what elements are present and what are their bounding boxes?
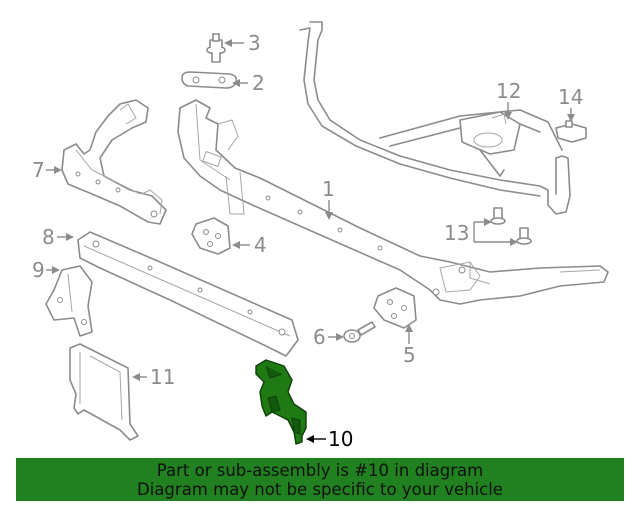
callout-8: 8 [42, 225, 74, 249]
part-13-bolts [490, 207, 532, 245]
svg-text:6: 6 [313, 325, 326, 349]
part-9-side-bracket [45, 265, 93, 337]
callout-14: 14 [558, 85, 583, 122]
svg-text:8: 8 [42, 225, 55, 249]
callout-10: 10 [306, 427, 353, 451]
callout-2: 2 [232, 71, 265, 95]
svg-text:12: 12 [496, 79, 521, 103]
part-5-bracket-plate [373, 287, 417, 329]
part-10-lower-bracket-highlighted [255, 359, 307, 445]
part-14-clip [555, 120, 587, 143]
part-2-spacer-plate [181, 71, 238, 89]
callout-12: 12 [496, 79, 521, 120]
part-11-shield-bracket [69, 343, 139, 441]
callout-1: 1 [322, 177, 335, 220]
svg-text:7: 7 [32, 158, 45, 182]
callout-9: 9 [32, 258, 60, 282]
svg-text:10: 10 [328, 427, 353, 451]
svg-text:2: 2 [252, 71, 265, 95]
part-7-upper-bracket [61, 99, 167, 225]
svg-text:1: 1 [322, 177, 335, 201]
callout-4: 4 [232, 233, 267, 257]
svg-text:4: 4 [254, 233, 267, 257]
callout-3: 3 [224, 31, 261, 55]
callout-11: 11 [132, 365, 175, 389]
part-4-bracket-plate [191, 217, 231, 255]
callout-7: 7 [32, 158, 62, 182]
svg-text:9: 9 [32, 258, 45, 282]
banner-line-2: Diagram may not be specific to your vehi… [137, 480, 503, 499]
svg-text:3: 3 [248, 31, 261, 55]
callout-6: 6 [313, 325, 344, 349]
part-8-lower-crossmember [77, 231, 299, 357]
svg-text:5: 5 [403, 343, 416, 367]
svg-text:14: 14 [558, 85, 583, 109]
callout-5: 5 [403, 324, 416, 367]
svg-text:11: 11 [150, 365, 175, 389]
part-6-bolt [343, 321, 376, 343]
part-1-radiator-support-beam [177, 99, 609, 305]
info-banner: Part or sub-assembly is #10 in diagram D… [16, 458, 624, 501]
callout-13: 13 [444, 218, 518, 246]
part-12-upper-tie-bar [299, 21, 571, 215]
banner-line-1: Part or sub-assembly is #10 in diagram [156, 461, 484, 480]
part-3-bolt [206, 33, 226, 63]
svg-text:13: 13 [444, 221, 469, 245]
